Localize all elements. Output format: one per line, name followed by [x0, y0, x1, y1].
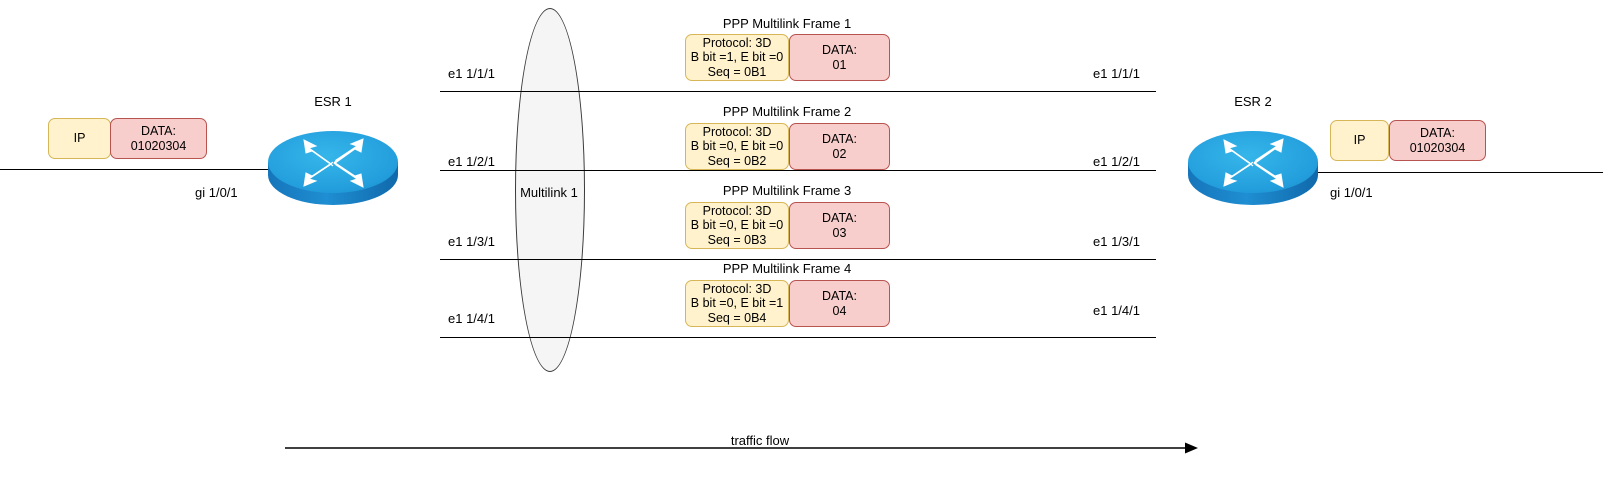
link-4-data-label: DATA: [822, 289, 857, 303]
right-packet-ip-header-text: IP [1353, 133, 1366, 148]
link-4-frame-title: PPP Multilink Frame 4 [722, 261, 852, 276]
link-3-frame-header: Protocol: 3D B bit =0, E bit =0 Seq = 0B… [685, 202, 789, 249]
link-3-left-interface-label: e1 1/3/1 [448, 234, 495, 249]
link-2-line [440, 170, 1156, 171]
left-packet-data: DATA: 01020304 [110, 118, 207, 159]
link-2-protocol-text: Protocol: 3D [702, 124, 772, 139]
left-packet-ip-header-text: IP [73, 131, 86, 146]
link-2-frame-title: PPP Multilink Frame 2 [722, 104, 852, 119]
left-router-label: ESR 1 [314, 94, 352, 109]
link-1-data-label: DATA: [822, 43, 857, 57]
link-3-bits-text: B bit =0, E bit =0 [690, 218, 784, 233]
link-1-frame-title: PPP Multilink Frame 1 [722, 16, 852, 31]
link-2-right-interface-label: e1 1/2/1 [1093, 154, 1140, 169]
left-packet-data-label: DATA: [141, 124, 176, 138]
link-4-right-interface-label: e1 1/4/1 [1093, 303, 1140, 318]
link-1-line [440, 91, 1156, 92]
link-1-seq-text: Seq = 0B1 [707, 64, 767, 79]
link-4-left-interface-label: e1 1/4/1 [448, 311, 495, 326]
link-3-data-label: DATA: [822, 211, 857, 225]
link-1-data-value: 01 [832, 57, 847, 72]
left-gi-interface-label: gi 1/0/1 [195, 185, 238, 200]
link-3-frame-title: PPP Multilink Frame 3 [722, 183, 852, 198]
left-packet-data-value: 01020304 [130, 138, 187, 153]
router-esr-1 [266, 115, 400, 220]
right-packet-data-value: 01020304 [1409, 140, 1466, 155]
right-packet-data: DATA: 01020304 [1389, 120, 1486, 161]
link-1-right-interface-label: e1 1/1/1 [1093, 66, 1140, 81]
link-2-frame-data: DATA: 02 [789, 123, 890, 170]
link-1-protocol-text: Protocol: 3D [702, 35, 772, 50]
link-3-right-interface-label: e1 1/3/1 [1093, 234, 1140, 249]
link-3-frame-data: DATA: 03 [789, 202, 890, 249]
link-3-data-value: 03 [832, 225, 847, 240]
right-access-link-line [1318, 172, 1603, 173]
link-1-bits-text: B bit =1, E bit =0 [690, 50, 784, 65]
link-4-protocol-text: Protocol: 3D [702, 281, 772, 296]
link-2-data-label: DATA: [822, 132, 857, 146]
left-access-link-line [0, 169, 272, 170]
link-2-frame-header: Protocol: 3D B bit =0, E bit =0 Seq = 0B… [685, 123, 789, 170]
left-packet-ip-header: IP [48, 118, 111, 159]
link-3-seq-text: Seq = 0B3 [707, 232, 767, 247]
right-router-label: ESR 2 [1234, 94, 1272, 109]
link-4-frame-header: Protocol: 3D B bit =0, E bit =1 Seq = 0B… [685, 280, 789, 327]
link-2-bits-text: B bit =0, E bit =0 [690, 139, 784, 154]
right-packet-data-label: DATA: [1420, 126, 1455, 140]
traffic-flow-arrow-icon [285, 440, 1200, 456]
link-2-seq-text: Seq = 0B2 [707, 153, 767, 168]
right-packet-ip-header: IP [1330, 120, 1389, 161]
link-2-left-interface-label: e1 1/2/1 [448, 154, 495, 169]
right-gi-interface-label: gi 1/0/1 [1330, 185, 1373, 200]
router-esr-2 [1186, 115, 1320, 220]
link-4-data-value: 04 [832, 303, 847, 318]
multilink-bundle-ellipse [515, 8, 585, 372]
link-4-frame-data: DATA: 04 [789, 280, 890, 327]
traffic-flow-label: traffic flow [730, 433, 790, 448]
link-1-frame-data: DATA: 01 [789, 34, 890, 81]
link-1-frame-header: Protocol: 3D B bit =1, E bit =0 Seq = 0B… [685, 34, 789, 81]
link-3-line [440, 259, 1156, 260]
link-2-data-value: 02 [832, 146, 847, 161]
link-4-line [440, 337, 1156, 338]
multilink-bundle-label: Multilink 1 [520, 185, 578, 200]
link-4-seq-text: Seq = 0B4 [707, 310, 767, 325]
link-1-left-interface-label: e1 1/1/1 [448, 66, 495, 81]
link-3-protocol-text: Protocol: 3D [702, 203, 772, 218]
link-4-bits-text: B bit =0, E bit =1 [690, 296, 784, 311]
